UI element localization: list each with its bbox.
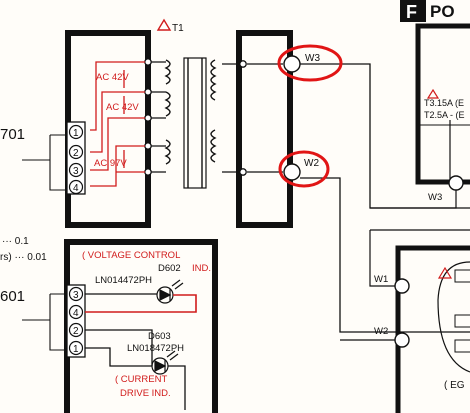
current-drive-text-1: ( CURRENT [115,374,167,385]
voltage-control-wiring [85,293,197,410]
lower-board-curve [437,261,470,373]
voltage-control-title: ( VOLTAGE CONTROL [82,250,180,261]
current-drive-text-2: DRIVE IND. [120,388,171,399]
terminal-w2-lower-node [394,332,410,348]
terminal-w3-label: W3 [305,53,320,64]
voltage-label-3: AC 97V [94,158,127,169]
terminal-w2-lower-label: W2 [374,326,388,337]
pin-circle [68,340,84,356]
pin-label: 3 [73,290,79,301]
left-value-2: rs) ··· 0.01 [0,252,47,263]
voltage-label-1: AC 42V [96,72,129,83]
terminal-w1-node [394,278,410,294]
warning-triangle-icon [426,88,440,99]
left-value-1: ··· 0.1 [2,236,29,247]
connector-601-pins: 3 4 2 1 [22,284,86,358]
terminal-w3-node [283,55,301,73]
transformer-label: T1 [172,23,184,34]
lower-board-component [454,339,470,353]
d602-tag: IND. [192,263,211,274]
pin-circle [68,162,84,178]
transformer-coils [164,57,217,189]
section-badge-box [400,0,426,22]
d603-label: D603 [148,331,171,342]
transformer-secondary-block [236,30,293,228]
primary-red-wiring [90,61,145,187]
pin-circle [68,144,84,160]
terminal-w2-node [283,163,301,181]
warning-triangle-icon [156,18,172,31]
connector-701-pins: 1 2 3 4 [22,121,86,195]
voltage-label-2: AC 42V [106,102,139,113]
led-d602-icon [156,279,184,304]
pin-label: 4 [73,308,79,319]
terminal-w3-lower-label: W3 [428,192,442,203]
highlight-circle-w2 [278,150,330,188]
pin-circle [68,124,84,140]
terminal-w3-lower-node [448,175,464,191]
connector-601-label: 601 [0,288,25,305]
pin-circle [68,179,84,195]
highlight-circle-w3 [277,44,343,82]
lower-board-outline [395,245,470,413]
primary-leads [144,58,247,176]
pin-label: 4 [73,183,79,194]
fuse-label-1: T3.15A (E [424,98,464,108]
connector-701-label: 701 [0,126,25,143]
power-board-outline [415,23,470,185]
terminal-w2-label: W2 [304,158,319,169]
fuse-label-2: T2.5A - (E [424,110,465,120]
pin-label: 3 [73,166,79,177]
pin-label: 2 [73,148,79,159]
pin-label: 1 [73,344,79,355]
pin-label: 1 [73,128,79,139]
bottom-right-label: ( EG [444,380,465,391]
pin-circle [68,286,84,302]
led1-part-number: LN014472PH [95,275,152,286]
led-d603-icon [151,350,179,375]
pin-label: 2 [73,326,79,337]
lower-board-component [454,269,470,283]
pin-circle [68,322,84,338]
w1-wire [369,230,395,287]
lower-board-component [454,314,470,328]
w3-lower-wire [370,190,457,209]
led2-part-number: LN018472PH [127,343,184,354]
pin-circle [68,304,84,320]
warning-triangle-icon [437,266,453,279]
section-badge-text: PO [430,2,455,21]
section-badge-letter: F [406,2,417,22]
terminal-w1-label: W1 [374,274,388,285]
d602-label: D602 [158,263,181,274]
